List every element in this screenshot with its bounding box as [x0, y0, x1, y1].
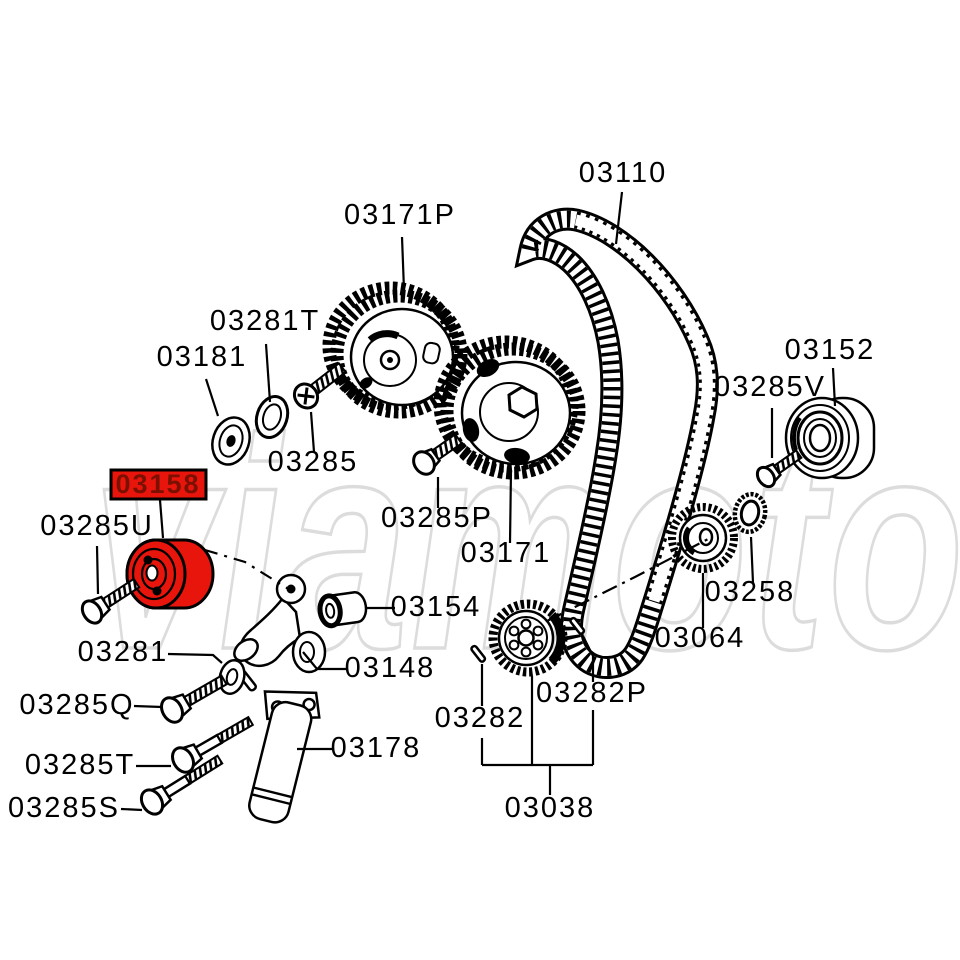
- leader-lines: [95, 191, 837, 812]
- bolt-03285T: [171, 715, 255, 774]
- label-03158-highlighted[interactable]: 03158: [115, 469, 200, 499]
- crank-sprocket: [488, 599, 568, 677]
- label-03171P[interactable]: 03171P: [344, 199, 456, 231]
- highlight-box-03158[interactable]: [109, 468, 208, 501]
- bolt-03285: [292, 361, 348, 410]
- label-03281T[interactable]: 03281T: [210, 305, 320, 337]
- label-03282P[interactable]: 03282P: [536, 677, 648, 709]
- label-03285S[interactable]: 03285S: [8, 792, 120, 824]
- label-03148[interactable]: 03148: [345, 652, 436, 684]
- label-03285[interactable]: 03285: [268, 446, 359, 478]
- spacer-03154: [317, 591, 368, 629]
- label-03152[interactable]: 03152: [785, 334, 876, 366]
- sprocket-03064: [668, 503, 738, 573]
- label-03064[interactable]: 03064: [655, 622, 746, 654]
- label-03178[interactable]: 03178: [331, 732, 422, 764]
- axis-lines: [204, 537, 711, 622]
- idler-pulley: [784, 396, 876, 480]
- key-03282: [470, 644, 487, 663]
- label-03285U[interactable]: 03285U: [40, 510, 154, 542]
- label-03154[interactable]: 03154: [391, 591, 482, 623]
- tensioner-pulley-highlighted: [125, 538, 215, 610]
- label-03258[interactable]: 03258: [705, 576, 796, 608]
- label-03171[interactable]: 03171: [461, 537, 552, 569]
- bolt-03285V: [755, 448, 803, 489]
- label-03285T[interactable]: 03285T: [25, 749, 135, 781]
- label-03285P[interactable]: 03285P: [381, 502, 493, 534]
- label-03110[interactable]: 03110: [579, 157, 668, 189]
- key-03282P: [569, 616, 586, 635]
- bolt-03285P: [412, 433, 463, 476]
- bolt-03285S: [139, 754, 224, 816]
- washer-03281T: [254, 394, 290, 440]
- tensioner-arm: [233, 573, 327, 674]
- label-03181[interactable]: 03181: [157, 341, 248, 373]
- bolt-03285Q: [160, 674, 228, 724]
- label-03038[interactable]: 03038: [505, 792, 596, 824]
- auto-tensioner: [237, 669, 321, 824]
- cam-sprocket-intake: [433, 335, 586, 480]
- label-03281[interactable]: 03281: [78, 636, 169, 668]
- bolt-03285U: [80, 577, 141, 625]
- label-03282[interactable]: 03282: [435, 702, 526, 734]
- oring-03258: [732, 491, 768, 535]
- label-03285V[interactable]: 03285V: [714, 371, 826, 403]
- plate-03181: [211, 416, 251, 466]
- label-03285Q[interactable]: 03285Q: [19, 689, 134, 721]
